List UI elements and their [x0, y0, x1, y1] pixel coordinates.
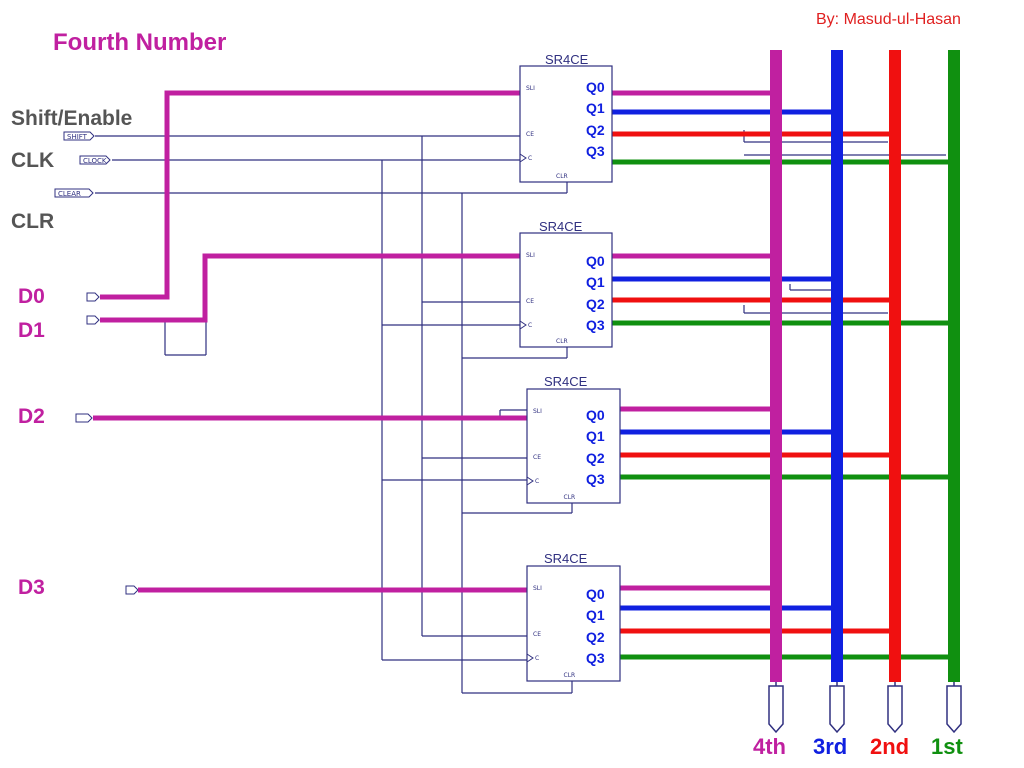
- page-title: Fourth Number: [53, 29, 226, 56]
- thin-wires: [95, 130, 946, 694]
- register-output-label: Q3: [586, 317, 605, 333]
- register-pin-label: CLR: [564, 494, 576, 501]
- input-pad-flag: [75, 413, 93, 423]
- clock-input-marker: [519, 320, 527, 330]
- register-pin-label: C: [535, 655, 539, 662]
- register-output-label: Q3: [586, 143, 605, 159]
- register-output-label: Q2: [586, 450, 605, 466]
- register-pin-label: CLR: [556, 173, 568, 180]
- register-output-label: Q1: [586, 607, 605, 623]
- registers: SR4CESLICECCLRQ0Q1Q2Q3SR4CESLICECCLRQ0Q1…: [519, 52, 621, 682]
- input-pad-flag: [125, 585, 139, 595]
- register-output-label: Q3: [586, 650, 605, 666]
- register-pin-label: CE: [526, 298, 534, 305]
- register-output-label: Q3: [586, 471, 605, 487]
- register-name: SR4CE: [544, 551, 588, 566]
- label-d0: D0: [18, 285, 45, 308]
- clock-input-marker: [526, 476, 534, 486]
- register-pin-label: CE: [533, 631, 541, 638]
- label-shift-enable: Shift/Enable: [11, 107, 132, 130]
- output-label: 2nd: [870, 734, 909, 759]
- input-pads: [54, 131, 139, 595]
- register-pin-label: C: [528, 155, 532, 162]
- register-box: [526, 565, 621, 682]
- register-output-label: Q1: [586, 428, 605, 444]
- register-pin-label: CE: [526, 131, 534, 138]
- output-port-connector: [829, 685, 845, 734]
- label-d2: D2: [18, 405, 45, 428]
- input-pad-flag: [54, 188, 94, 198]
- output-label: 3rd: [813, 734, 847, 759]
- register-output-label: Q2: [586, 122, 605, 138]
- label-d1: D1: [18, 319, 45, 342]
- output-port-connector: [768, 685, 784, 734]
- register-name: SR4CE: [544, 374, 588, 389]
- register-box: [526, 388, 621, 504]
- register-output-label: Q0: [586, 407, 605, 423]
- register-pin-label: CE: [533, 454, 541, 461]
- register-box: [519, 65, 613, 183]
- register-box: [519, 232, 613, 348]
- register-pin-label: CLR: [556, 338, 568, 345]
- register-output-label: Q0: [586, 253, 605, 269]
- label-d3: D3: [18, 576, 45, 599]
- register-output-label: Q2: [586, 629, 605, 645]
- thick-wires: [93, 90, 952, 660]
- input-pad-flag: [79, 155, 111, 165]
- register-name: SR4CE: [545, 52, 589, 67]
- input-pad-flag: [86, 315, 100, 325]
- pin-tag-clock: CLOCK: [83, 157, 107, 165]
- label-clr: CLR: [11, 210, 54, 233]
- register-output-label: Q1: [586, 274, 605, 290]
- register-output-label: Q0: [586, 586, 605, 602]
- register-pin-label: SLI: [526, 252, 535, 259]
- output-labels: 4th 3rd 2nd 1st: [753, 734, 963, 759]
- register-name: SR4CE: [539, 219, 583, 234]
- input-pad-flag: [63, 131, 95, 141]
- register-pin-label: SLI: [533, 408, 542, 415]
- clock-input-marker: [526, 653, 534, 663]
- register-output-label: Q1: [586, 100, 605, 116]
- output-connectors: [768, 682, 962, 734]
- register-output-label: Q2: [586, 296, 605, 312]
- register-pin-label: SLI: [526, 85, 535, 92]
- output-port-connector: [887, 685, 903, 734]
- register-pin-label: CLR: [564, 672, 576, 679]
- pin-tag-shift: SHIFT: [67, 133, 88, 141]
- clock-input-marker: [519, 153, 527, 163]
- author-credit: By: Masud-ul-Hasan: [816, 11, 961, 28]
- label-clk: CLK: [11, 149, 54, 172]
- register-pin-label: SLI: [533, 585, 542, 592]
- register-output-label: Q0: [586, 79, 605, 95]
- input-pad-flag: [86, 292, 100, 302]
- output-buses: [770, 50, 960, 682]
- output-label: 1st: [931, 734, 963, 759]
- register-pin-label: C: [528, 322, 532, 329]
- pin-tag-clear: CLEAR: [58, 190, 81, 198]
- output-port-connector: [946, 685, 962, 734]
- register-pin-label: C: [535, 478, 539, 485]
- output-label: 4th: [753, 734, 786, 759]
